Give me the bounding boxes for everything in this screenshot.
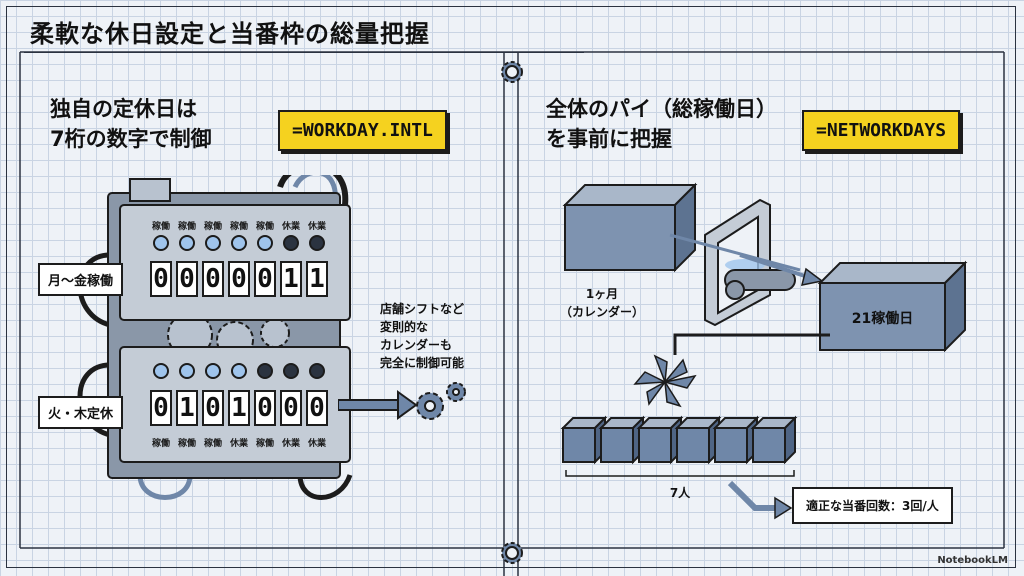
note-line: 完全に制御可能 bbox=[380, 356, 465, 370]
workdays-output-label: 21稼働日 bbox=[851, 311, 914, 327]
left-heading-line2: 7桁の数字で制御 bbox=[50, 127, 212, 151]
row1-day-label: 稼働 bbox=[255, 222, 274, 232]
people-count-label: 7人 bbox=[669, 486, 691, 500]
row1-day-label: 稼働 bbox=[151, 222, 170, 232]
lamp-on-icon bbox=[153, 363, 169, 379]
left-heading-line1: 独自の定休日は bbox=[50, 97, 197, 121]
people-blocks bbox=[560, 415, 798, 477]
left-heading: 独自の定休日は 7桁の数字で制御 bbox=[50, 94, 212, 154]
gears-icon bbox=[416, 382, 466, 420]
top-gear-icon bbox=[501, 61, 523, 83]
row1-digit: 0 bbox=[150, 261, 172, 297]
row2-digit: 0 bbox=[280, 390, 302, 426]
row1-digit: 1 bbox=[306, 261, 328, 297]
lamp-off-icon bbox=[283, 363, 299, 379]
row2-day-label: 稼働 bbox=[203, 439, 222, 449]
row2-digit: 0 bbox=[150, 390, 172, 426]
row2-lamps bbox=[153, 363, 325, 379]
lamp-off-icon bbox=[309, 235, 325, 251]
lamp-on-icon bbox=[205, 363, 221, 379]
row2-digit: 0 bbox=[202, 390, 224, 426]
row2-digit: 0 bbox=[306, 390, 328, 426]
lamp-on-icon bbox=[231, 363, 247, 379]
calendar-processing-diagram bbox=[562, 182, 968, 355]
result-arrow bbox=[727, 480, 793, 520]
row1-day-label: 稼働 bbox=[177, 222, 196, 232]
lamp-off-icon bbox=[283, 235, 299, 251]
lamp-off-icon bbox=[309, 363, 325, 379]
row1-digit: 1 bbox=[280, 261, 302, 297]
row2-day-label: 稼働 bbox=[177, 439, 196, 449]
row2-digit: 1 bbox=[176, 390, 198, 426]
month-label: 1ヶ月 （カレンダー） bbox=[552, 285, 652, 321]
networkdays-formula: =NETWORKDAYS bbox=[802, 110, 961, 151]
lamp-on-icon bbox=[179, 235, 195, 251]
row1-label: 月〜金稼働 bbox=[38, 263, 124, 296]
row2-digit: 1 bbox=[228, 390, 250, 426]
row1-day-label: 休業 bbox=[307, 222, 326, 232]
row1-day-label: 稼働 bbox=[203, 222, 222, 232]
row1-digit: 0 bbox=[176, 261, 198, 297]
outer-frame bbox=[6, 6, 1016, 568]
lamp-on-icon bbox=[205, 235, 221, 251]
row1-digit: 0 bbox=[202, 261, 224, 297]
bottom-gear-icon bbox=[501, 542, 523, 564]
page-title: 柔軟な休日設定と当番枠の総量把握 bbox=[30, 20, 430, 48]
right-heading-line1: 全体のパイ（総稼働日） bbox=[546, 97, 777, 121]
note-line: 店舗シフトなど bbox=[380, 302, 465, 316]
workday-intl-formula: =WORKDAY.INTL bbox=[278, 110, 447, 151]
row1-day-label: 稼働 bbox=[229, 222, 248, 232]
row2-day-label: 休業 bbox=[281, 439, 300, 449]
output-arrow bbox=[338, 390, 418, 420]
flexibility-note: 店舗シフトなど 変則的な カレンダーも 完全に制御可能 bbox=[380, 300, 464, 372]
row1-day-label: 休業 bbox=[281, 222, 300, 232]
note-line: カレンダーも bbox=[380, 338, 453, 352]
splitter-fan-icon bbox=[633, 354, 697, 408]
row1-lamps bbox=[153, 235, 325, 251]
row2-label: 火・木定休 bbox=[38, 396, 124, 429]
right-heading: 全体のパイ（総稼働日） を事前に把握 bbox=[546, 94, 777, 154]
row2-day-label: 休業 bbox=[307, 439, 326, 449]
result-box: 適正な当番回数：3回/人 bbox=[792, 487, 953, 524]
right-heading-line2: を事前に把握 bbox=[546, 127, 672, 151]
month-label-line1: 1ヶ月 bbox=[585, 287, 619, 301]
row2-day-label: 稼働 bbox=[255, 439, 274, 449]
lamp-off-icon bbox=[257, 363, 273, 379]
notebooklm-logo: NotebookLM bbox=[937, 555, 1008, 566]
lamp-on-icon bbox=[231, 235, 247, 251]
row2-day-label: 休業 bbox=[229, 439, 248, 449]
note-line: 変則的な bbox=[380, 320, 429, 334]
lamp-on-icon bbox=[153, 235, 169, 251]
row1-digit: 0 bbox=[228, 261, 250, 297]
lamp-on-icon bbox=[257, 235, 273, 251]
row2-digit: 0 bbox=[254, 390, 276, 426]
row1-digit: 0 bbox=[254, 261, 276, 297]
row2-day-label: 稼働 bbox=[151, 439, 170, 449]
lamp-on-icon bbox=[179, 363, 195, 379]
month-label-line2: （カレンダー） bbox=[559, 305, 644, 319]
